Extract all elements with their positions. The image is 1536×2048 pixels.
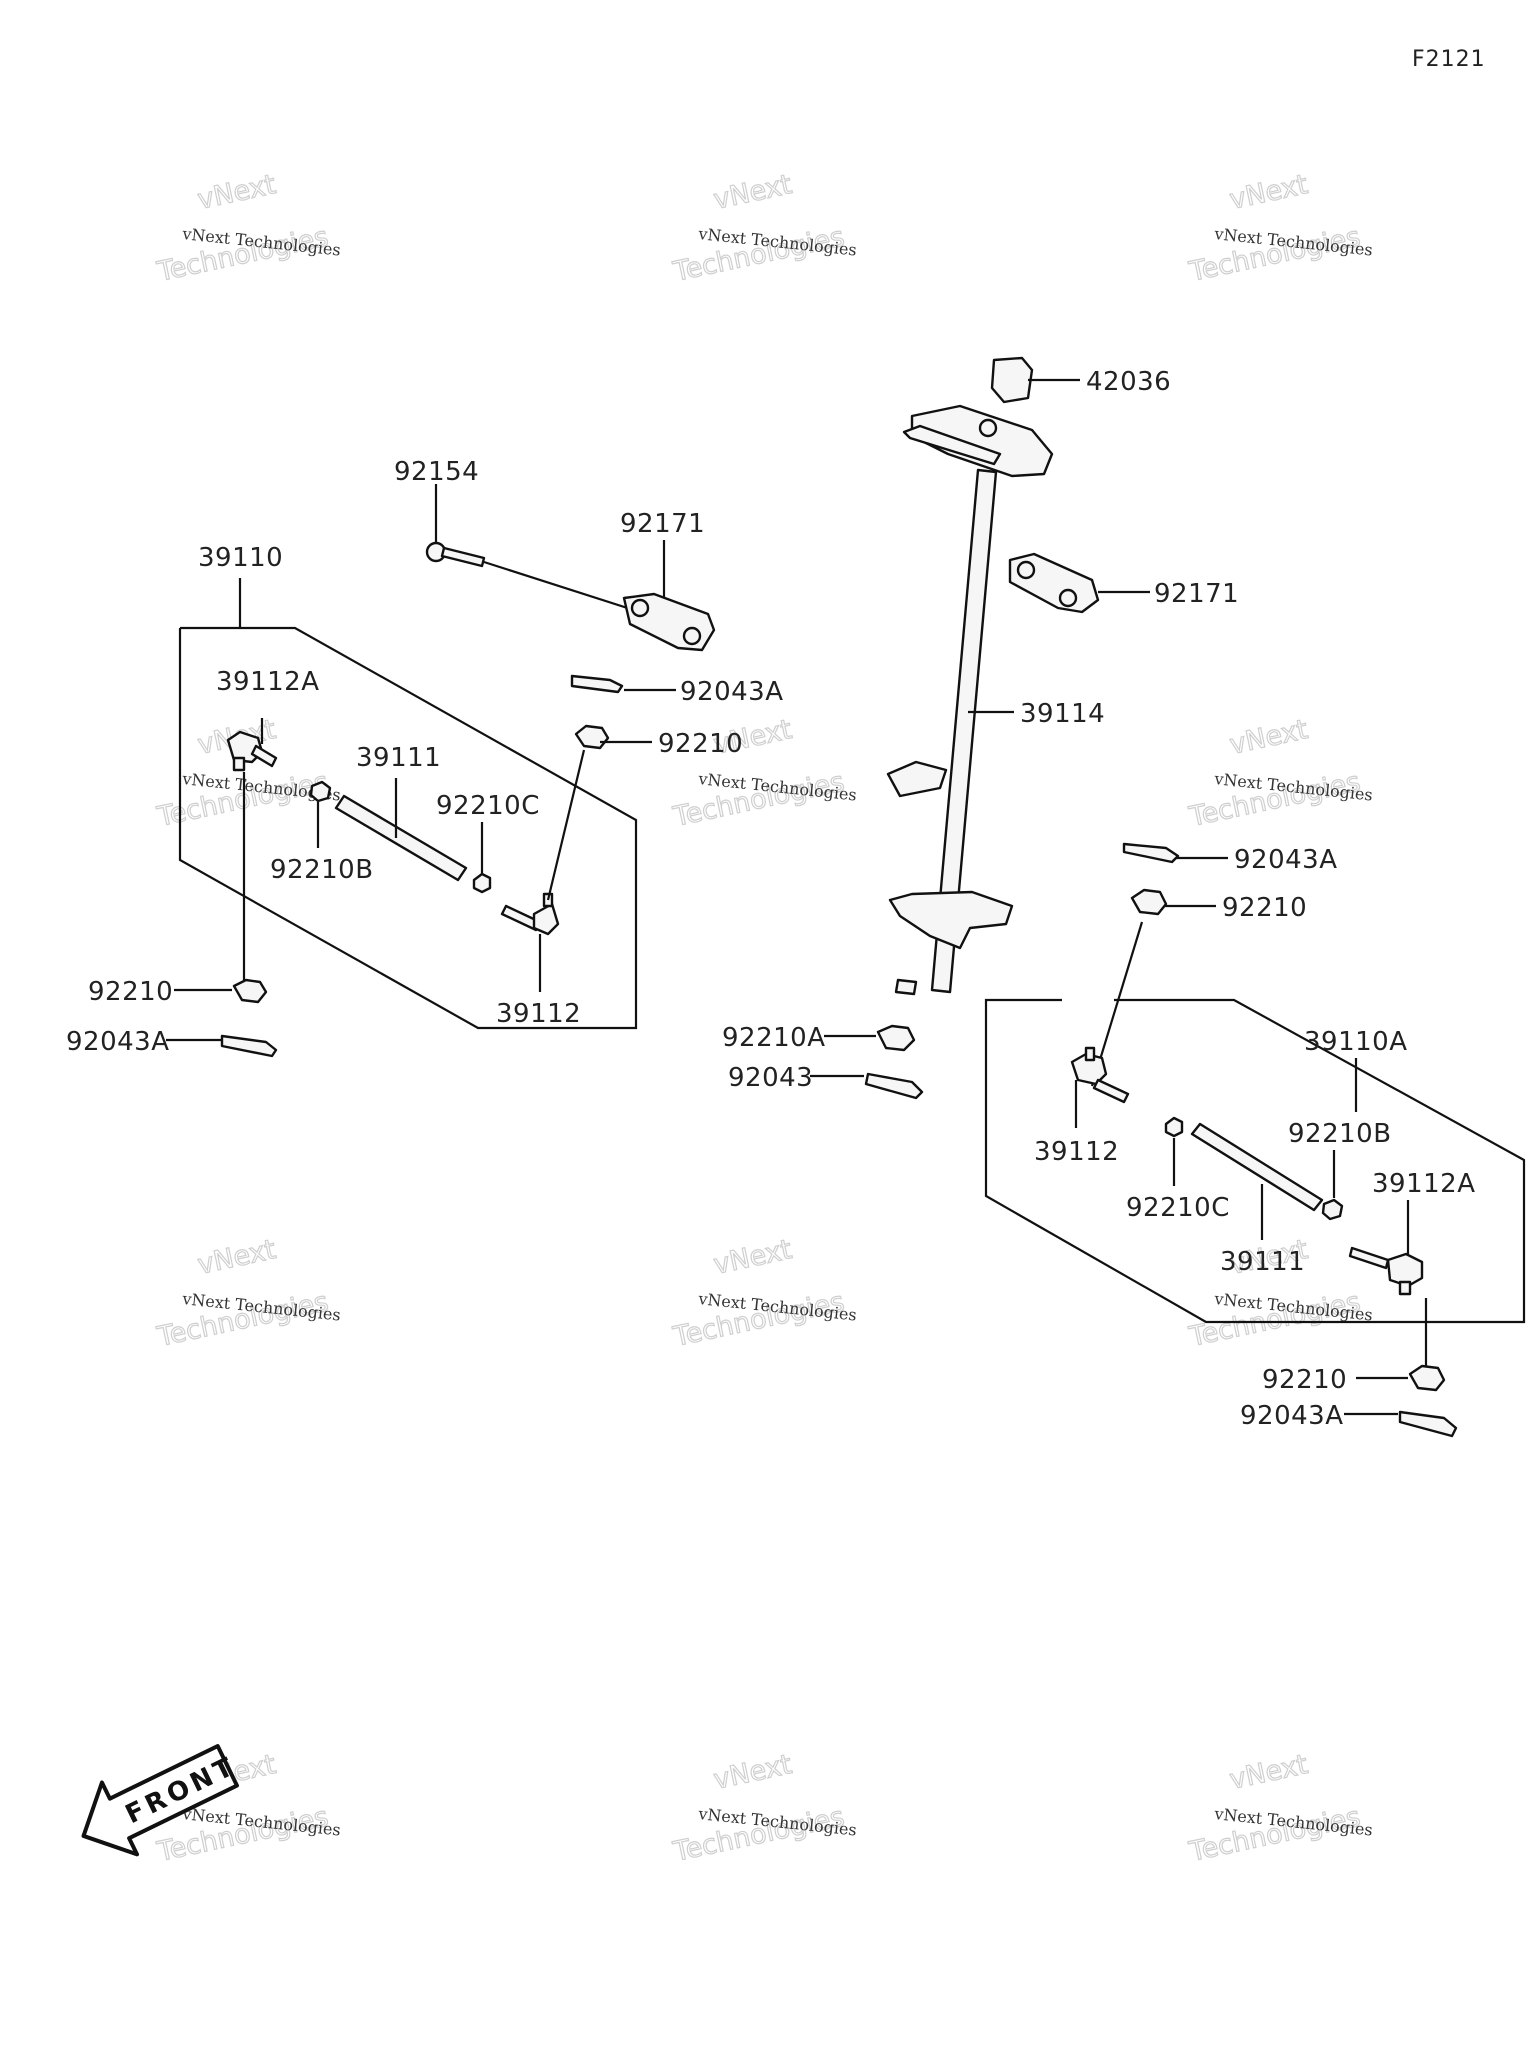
ball-joint-39112A-left[interactable]: [226, 730, 278, 772]
label-92210-top-left: 92210: [658, 729, 743, 759]
cotter-pin-92043A-top-left[interactable]: [570, 674, 624, 694]
nut-92210A[interactable]: [876, 1024, 916, 1052]
label-39112A-left: 39112A: [216, 667, 320, 697]
tie-rod-assembly-right: 39110A 92043A 92210 39112 92210C 39111 9…: [984, 842, 1526, 1438]
nut-92210C-right[interactable]: [1164, 1116, 1184, 1138]
nut-92210-top-left[interactable]: [574, 724, 610, 750]
label-92210-top-right: 92210: [1222, 893, 1307, 923]
label-92210A: 92210A: [722, 1023, 826, 1053]
watermark-vnext: vNext: [711, 1749, 795, 1796]
front-arrow-shape: [81, 1744, 239, 1857]
label-39111-right: 39111: [1220, 1247, 1305, 1277]
label-92210C-right: 92210C: [1126, 1193, 1230, 1223]
tie-rod-end-39112-right[interactable]: [1070, 1046, 1130, 1104]
figure-code: F2121: [1412, 47, 1486, 72]
nut-92210-bottom-right[interactable]: [1408, 1364, 1446, 1392]
nut-92210B-right[interactable]: [1321, 1198, 1344, 1221]
label-92210B-left: 92210B: [270, 855, 374, 885]
watermark-vnext: vNext: [195, 169, 279, 216]
label-92210B-right: 92210B: [1288, 1119, 1392, 1149]
clamp-92171-left[interactable]: [622, 592, 716, 652]
label-92154: 92154: [394, 457, 479, 487]
clamp-92171-right[interactable]: [1008, 552, 1100, 614]
cotter-pin-92043[interactable]: [864, 1072, 924, 1100]
watermark-vnext: vNext: [1227, 714, 1311, 761]
label-39110: 39110: [198, 543, 283, 573]
nut-92210B-left[interactable]: [309, 780, 332, 803]
bushing-42036[interactable]: [990, 356, 1034, 404]
bolt-92154[interactable]: [425, 541, 486, 568]
label-92043A-top-right: 92043A: [1234, 845, 1338, 875]
cotter-pin-92043A-top-right[interactable]: [1122, 842, 1180, 864]
tie-rod-assembly-left: 39110 39112A 92210B 39111 92210C 39112: [66, 543, 784, 1058]
tie-rod-end-39112-left[interactable]: [500, 892, 560, 936]
label-92043: 92043: [728, 1063, 813, 1093]
watermark-vnext: vNext: [711, 1234, 795, 1281]
label-92171-left: 92171: [620, 509, 705, 539]
assembly-box-right: [984, 998, 1526, 1324]
cotter-pin-92043A-bottom-right[interactable]: [1398, 1410, 1458, 1438]
assembly-box-left: [178, 626, 638, 1030]
label-39112A-right: 39112A: [1372, 1169, 1476, 1199]
nut-92210-top-right[interactable]: [1130, 888, 1168, 916]
watermark-vnext: vNext: [1227, 169, 1311, 216]
label-39110A: 39110A: [1304, 1027, 1408, 1057]
label-92043A-bottom-right: 92043A: [1240, 1401, 1344, 1431]
label-92210-bottom-right: 92210: [1262, 1365, 1347, 1395]
label-39111-left: 39111: [356, 743, 441, 773]
watermark-vnext: vNext: [1227, 1749, 1311, 1796]
label-39114: 39114: [1020, 699, 1105, 729]
cotter-pin-92043A-bottom-left[interactable]: [220, 1034, 278, 1058]
watermark-vnext: vNext: [711, 169, 795, 216]
label-39112-right: 39112: [1034, 1137, 1119, 1167]
label-92171-right: 92171: [1154, 579, 1239, 609]
nut-92210-bottom-left[interactable]: [232, 978, 268, 1004]
ball-joint-39112A-right[interactable]: [1348, 1246, 1424, 1296]
label-92043A-bottom-left: 92043A: [66, 1027, 170, 1057]
tie-rod-tube-39111-right[interactable]: [1190, 1122, 1324, 1212]
label-92210-bottom-left: 92210: [88, 977, 173, 1007]
tie-rod-tube-39111-left[interactable]: [334, 794, 468, 882]
label-92043A-top-left: 92043A: [680, 677, 784, 707]
steering-shaft-group: 92154 92171 42036 39114: [394, 356, 1239, 1100]
label-92210C-left: 92210C: [436, 791, 540, 821]
label-42036: 42036: [1086, 367, 1171, 397]
nut-92210C-left[interactable]: [472, 872, 492, 894]
watermark-vnext: vNext: [195, 1234, 279, 1281]
steering-shaft-39114[interactable]: [886, 404, 1054, 996]
label-39112-left: 39112: [496, 999, 581, 1029]
